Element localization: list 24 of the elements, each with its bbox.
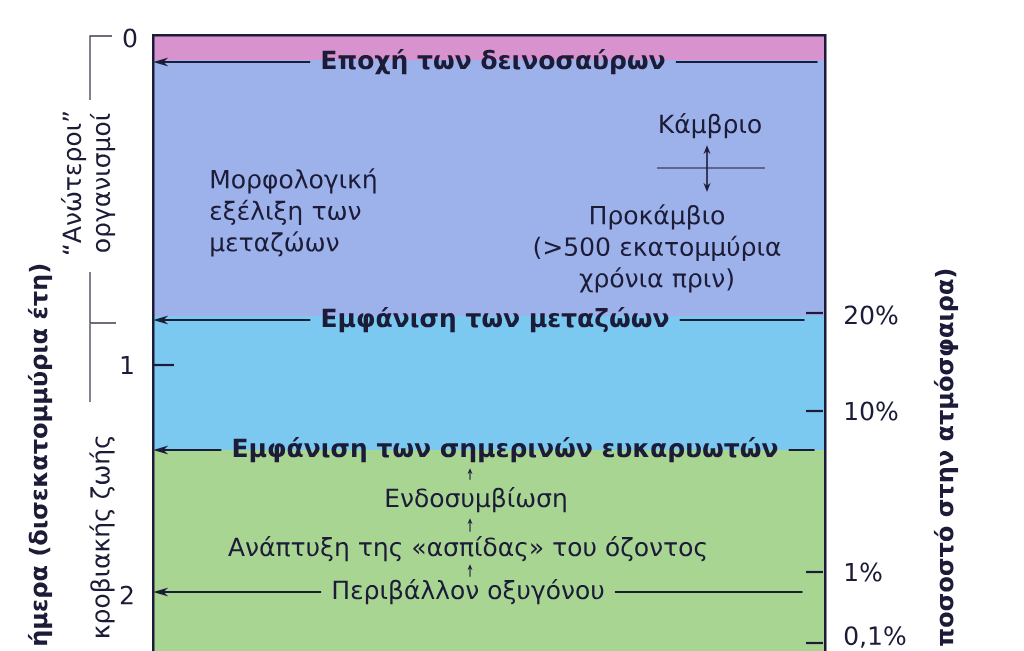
bracket-label: κροβιακής ζωής bbox=[89, 436, 115, 637]
event-label: Εμφάνιση των μεταζώων bbox=[322, 307, 669, 333]
step-label: Ανάπτυξη της «ασπίδας» του όζοντος bbox=[228, 536, 706, 562]
level-line bbox=[613, 591, 804, 593]
axis-title: ποσοστό στην ατμόσφαιρα) bbox=[933, 269, 959, 646]
step-label: Ενδοσυμβίωση bbox=[386, 487, 566, 513]
event-label: Εμφάνιση των σημερινών ευκαρυωτών bbox=[233, 437, 778, 463]
axis-number: 2 bbox=[120, 585, 133, 605]
level-line bbox=[678, 319, 806, 321]
axis-title: ήμερα (δισεκατομμύρια έτη) bbox=[27, 264, 53, 645]
axis-number: 20% bbox=[845, 305, 898, 325]
bracket-label: “Ανώτεροι” οργανισμοί bbox=[60, 112, 116, 254]
period-label: Προκάμβιο (>500 εκατομμύρια χρόνια πριν) bbox=[534, 204, 781, 293]
axis-number: 0,1% bbox=[844, 626, 906, 648]
axis-number: 1% bbox=[845, 562, 882, 582]
axis-number: 10% bbox=[845, 401, 898, 421]
body-text: Μορφολογική εξέλιξη των μεταζώων bbox=[210, 168, 376, 257]
axis-number: 1 bbox=[121, 355, 133, 375]
event-label: Εποχή των δεινοσαύρων bbox=[322, 49, 665, 75]
level-line bbox=[787, 449, 816, 451]
event-label: Περιβάλλον οξυγόνου bbox=[333, 579, 604, 605]
axis-number: 0 bbox=[123, 28, 137, 48]
level-line bbox=[674, 61, 819, 63]
period-label: Κάμβριο bbox=[660, 113, 761, 139]
